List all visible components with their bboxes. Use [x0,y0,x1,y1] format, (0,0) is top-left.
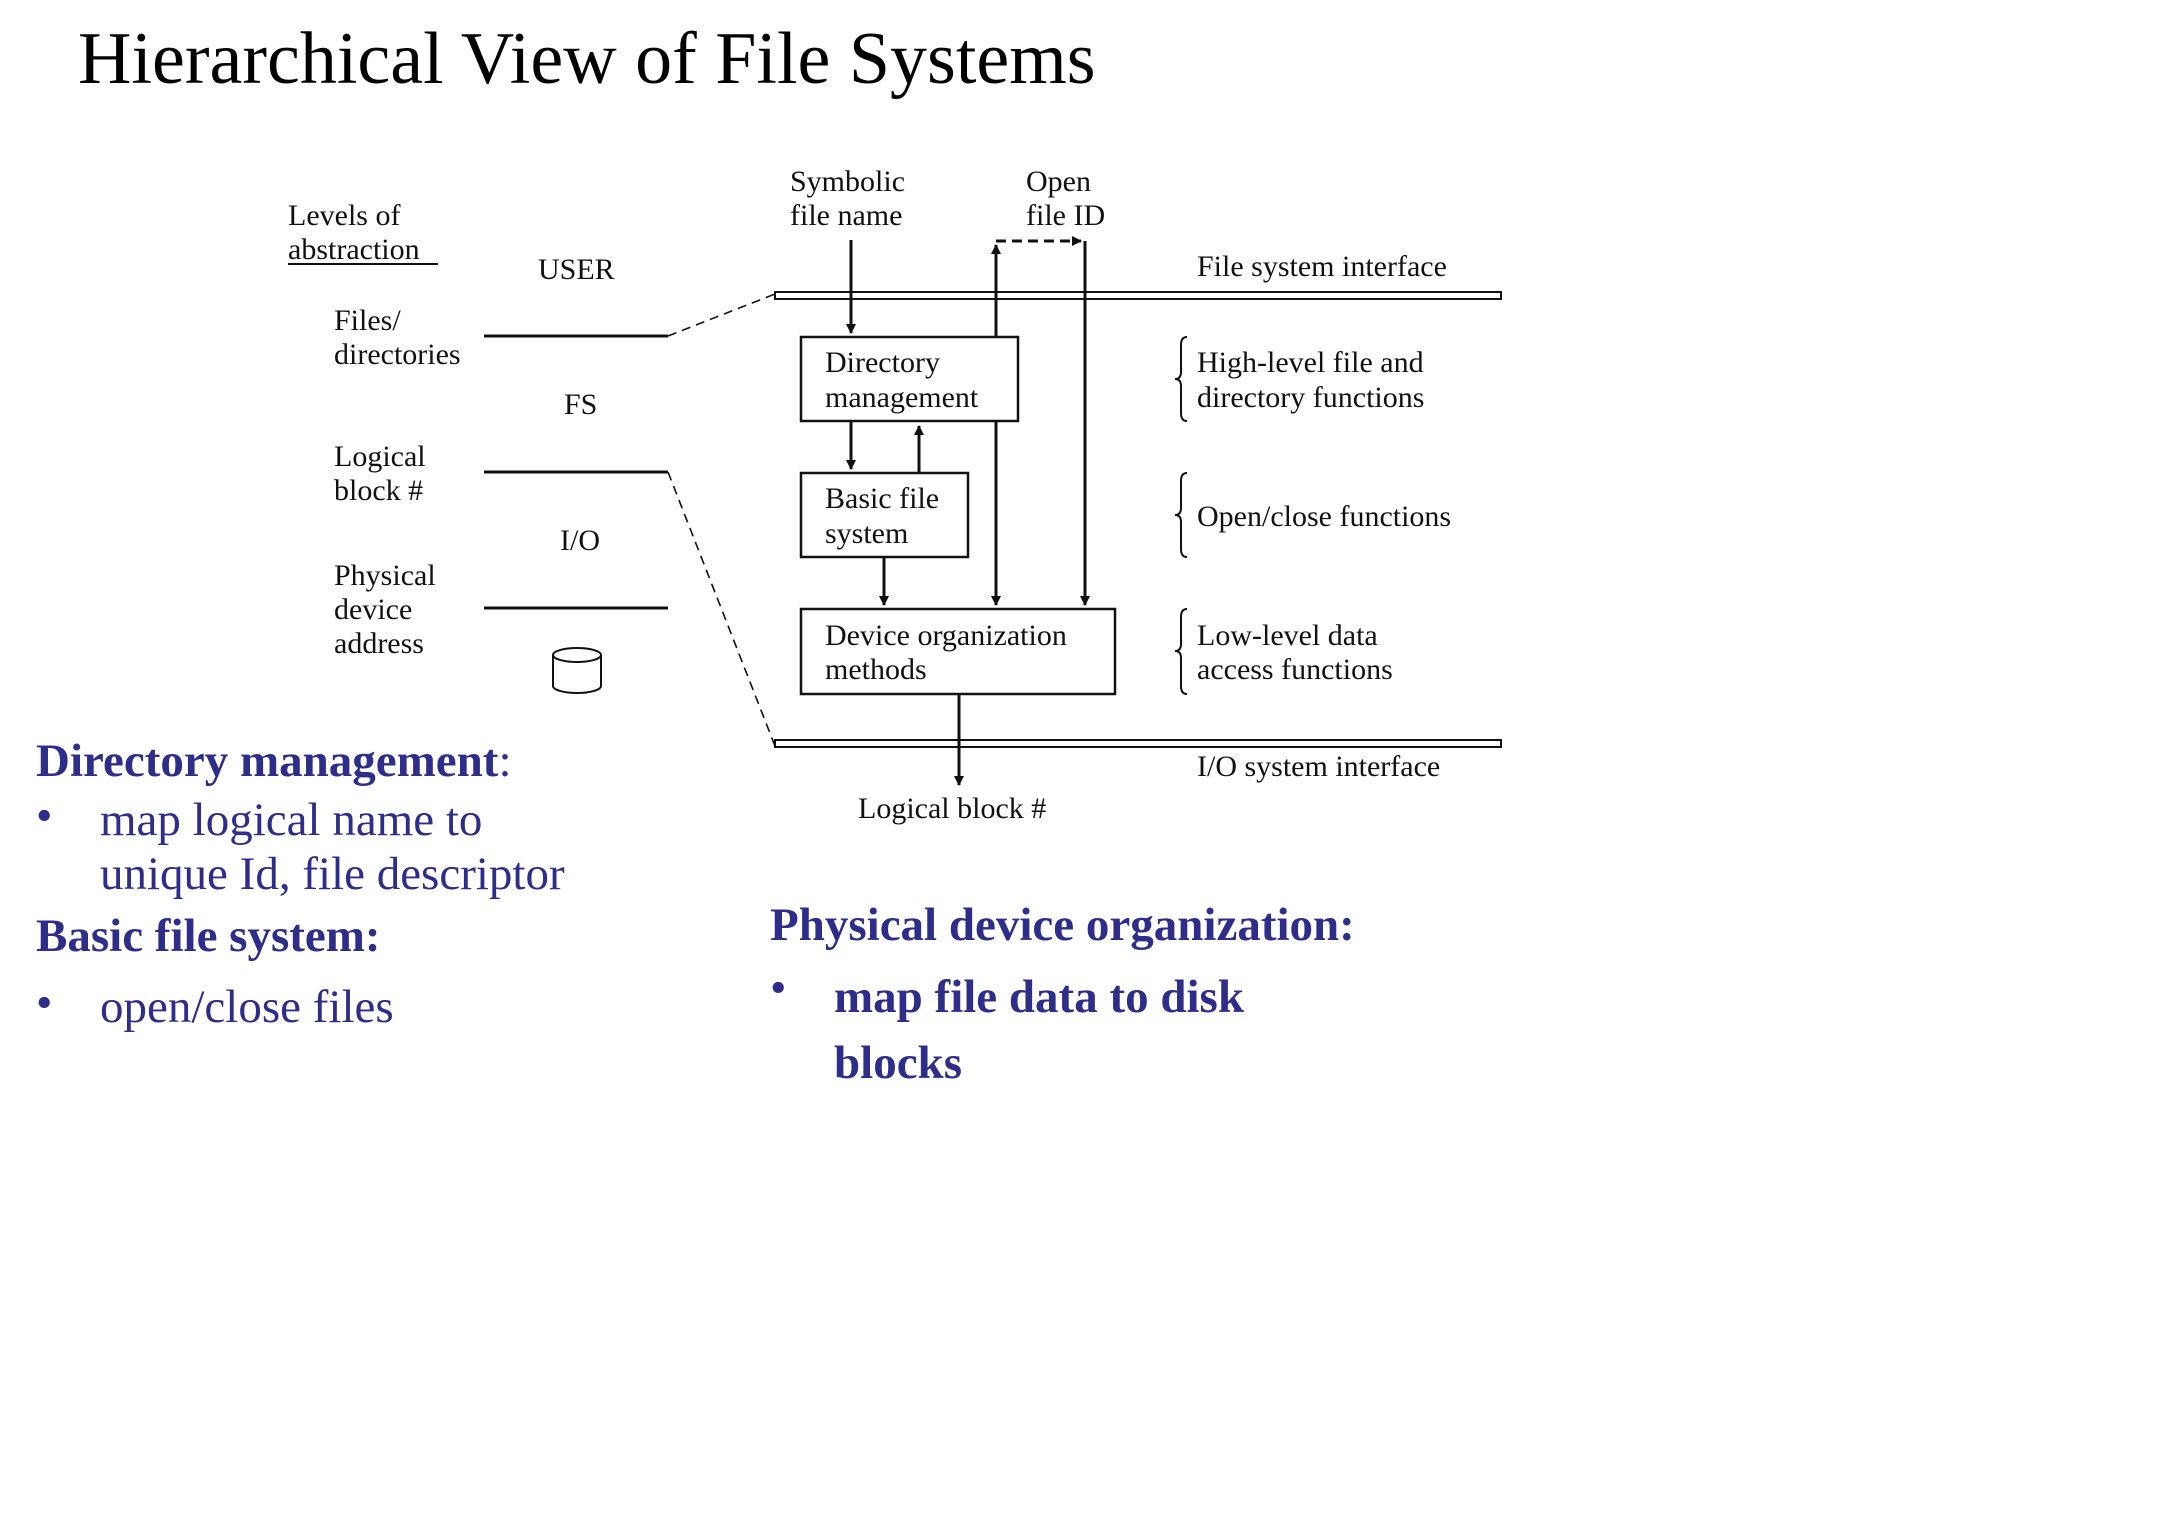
directory-bullet-line1: map logical name to [100,794,483,846]
directory-management-line2: management [825,381,979,414]
io-system-interface-label: I/O system interface [1197,750,1440,783]
device-organization-line2: methods [825,653,927,686]
bullet-dot: • [36,977,53,1029]
directory-heading-colon: : [498,735,512,787]
directory-bullet: • map logical name to unique Id, file de… [36,793,565,901]
level-physical-line1: Physical [334,559,436,592]
physical-device-heading: Physical device organization: [770,899,1355,951]
directory-management-line1: Directory [825,346,940,379]
basic-file-system-heading: Basic file system: [36,910,381,962]
io-system-interface-bar [774,739,1502,748]
basic-bullet: • open/close files [36,980,394,1034]
brace-open-close [1174,472,1188,558]
bullet-dot: • [770,962,787,1014]
physical-bullet-line2: blocks [834,1036,962,1089]
directory-management-heading: Directory management: [36,738,565,785]
physical-bullet-line1: map file data to disk [834,971,1244,1023]
disk-icon [552,647,602,694]
directory-heading-text: Directory management [36,735,499,787]
function-low-level-line1: Low-level data [1197,619,1378,652]
directory-bullet-line2: unique Id, file descriptor [100,848,565,901]
dashed-connector-bottom [667,471,776,747]
directory-management-box [799,335,1020,423]
open-file-id-line1: Open [1026,165,1091,198]
slide-title: Hierarchical View of File Systems [78,18,1096,100]
physical-bullet: • map file data to disk blocks [770,965,1355,1097]
basic-file-system-box [799,471,970,559]
level-files-line1: Files/ [334,304,401,337]
function-low-level-line2: access functions [1197,653,1393,686]
device-organization-line1: Device organization [825,619,1067,652]
level-physical-line3: address [334,627,424,660]
function-high-level-line1: High-level file and [1197,346,1424,379]
layer-io: I/O [560,524,600,557]
basic-file-system-note: Basic file system: • open/close files [36,913,394,1034]
brace-high-level [1174,336,1188,422]
output-logical-block-label: Logical block # [858,792,1046,825]
layer-fs: FS [564,388,597,421]
levels-header-line2: abstraction [288,233,420,266]
level-logical-line2: block # [334,474,423,507]
device-organization-box [799,607,1117,696]
level-physical-line2: device [334,593,412,626]
function-open-close: Open/close functions [1197,500,1451,533]
symbolic-name-line1: Symbolic [790,165,905,198]
open-file-id-line2: file ID [1026,199,1105,232]
basic-file-system-line1: Basic file [825,482,939,515]
levels-header-line1: Levels of [288,199,400,232]
dashed-connector-top [667,293,776,337]
basic-bullet-text: open/close files [100,981,394,1033]
function-high-level-line2: directory functions [1197,381,1424,414]
physical-device-note: Physical device organization: • map file… [770,902,1355,1097]
directory-management-note: Directory management: • map logical name… [36,738,565,901]
layer-user: USER [538,253,615,286]
file-system-interface-bar [774,291,1502,300]
file-system-interface-label: File system interface [1197,250,1447,283]
level-files-line2: directories [334,338,461,371]
level-logical-line1: Logical [334,440,426,473]
brace-low-level [1174,608,1188,695]
bullet-dot: • [36,790,53,842]
basic-file-system-line2: system [825,517,908,550]
symbolic-name-line2: file name [790,199,902,232]
file-system-hierarchy-diagram: Levels of abstraction Files/ directories… [288,165,1502,825]
